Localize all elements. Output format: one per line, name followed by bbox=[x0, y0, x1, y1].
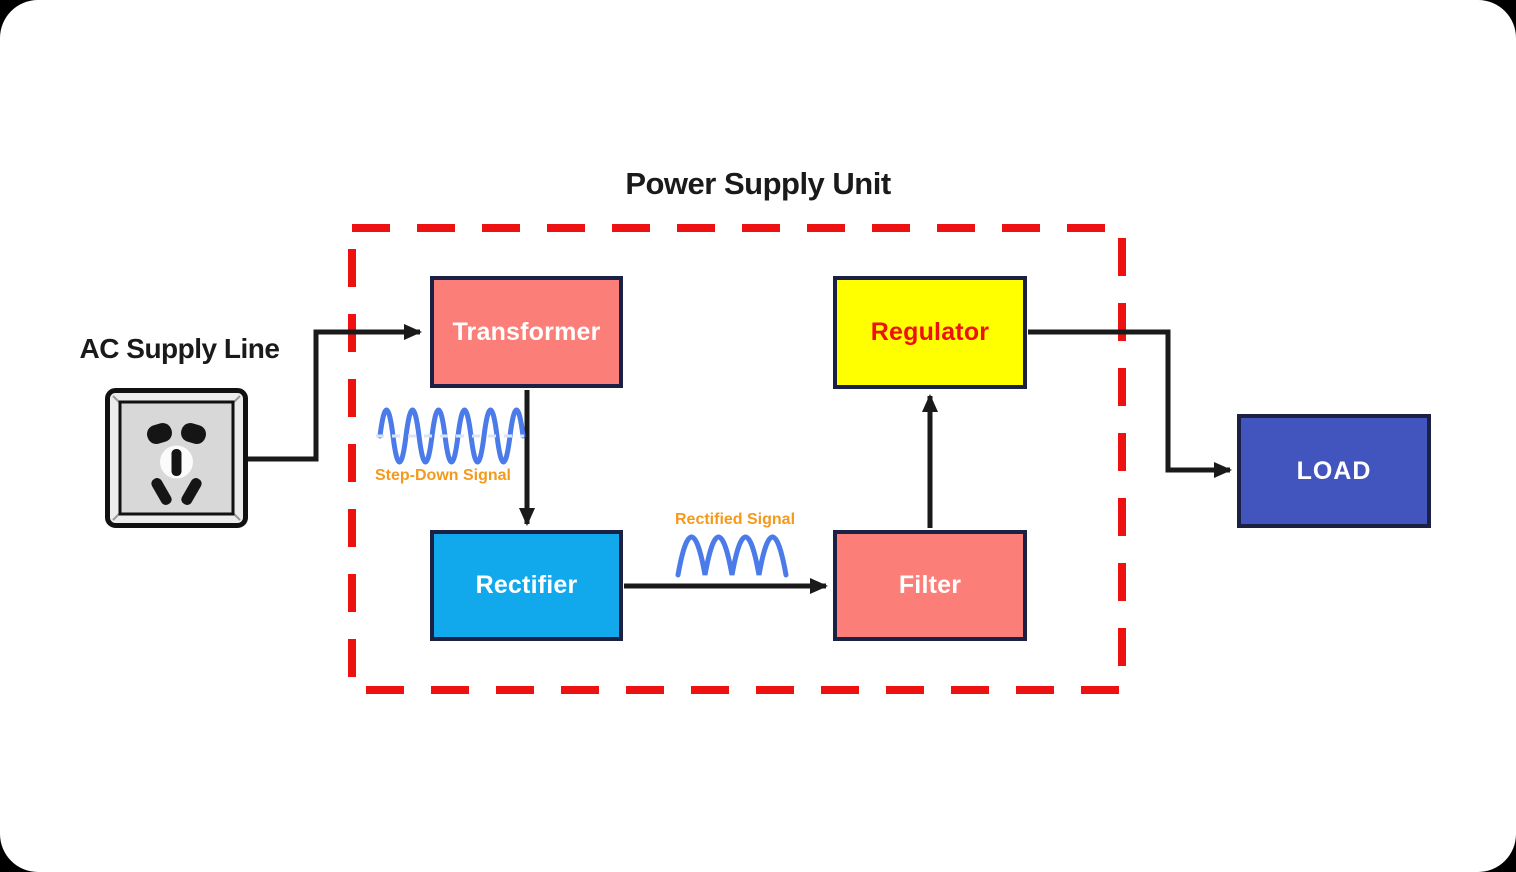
filter-block: Filter bbox=[833, 530, 1027, 641]
regulator-label: Regulator bbox=[870, 318, 990, 346]
psu-boundary bbox=[348, 224, 1126, 694]
socket-slot-bottom-left bbox=[151, 478, 172, 505]
socket-slot-top-right bbox=[180, 423, 207, 444]
step-down-signal-label: Step-Down Signal bbox=[375, 467, 511, 484]
filter-label: Filter bbox=[898, 571, 962, 599]
load-label: LOAD bbox=[1296, 456, 1372, 485]
load-block: LOAD bbox=[1237, 414, 1431, 528]
socket-slot-top-left bbox=[146, 423, 173, 444]
connector-socket-to-transformer bbox=[248, 324, 422, 462]
diagram-title: Power Supply Unit bbox=[625, 166, 891, 201]
transformer-label: Transformer bbox=[452, 317, 601, 346]
socket-slot-bottom-right bbox=[181, 478, 202, 505]
ac-supply-line-label: AC Supply Line bbox=[79, 333, 280, 364]
power-socket-icon bbox=[105, 388, 248, 528]
connector-regulator-to-load bbox=[1028, 329, 1232, 478]
transformer-block: Transformer bbox=[430, 276, 623, 388]
sine-wave-step-down bbox=[376, 407, 526, 465]
rectifier-block: Rectifier bbox=[430, 530, 623, 641]
rectified-signal-label: Rectified Signal bbox=[674, 511, 796, 528]
regulator-block: Regulator bbox=[833, 276, 1027, 389]
rectified-wave bbox=[675, 534, 789, 578]
rectifier-label: Rectifier bbox=[475, 571, 578, 599]
socket-slot-center bbox=[171, 449, 182, 476]
